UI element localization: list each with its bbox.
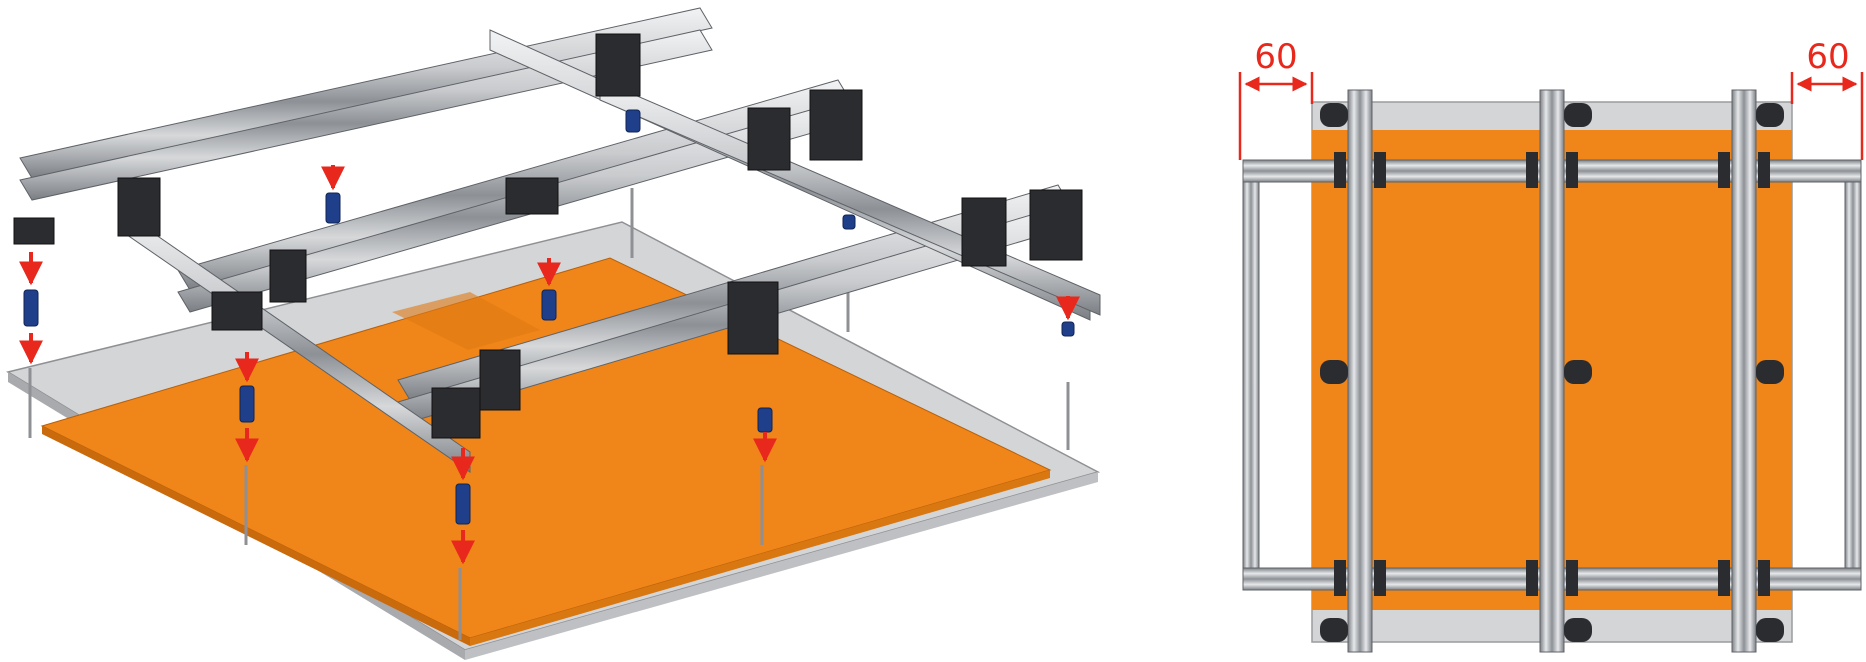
- bracket: [1758, 560, 1770, 596]
- bracket: [431, 387, 481, 439]
- bracket: [1718, 152, 1730, 188]
- bracket: [1756, 103, 1784, 127]
- dimension-label-right: 60: [1806, 37, 1849, 77]
- isometric-view: [6, 7, 1101, 660]
- springs: [23, 109, 1075, 525]
- bracket: [1526, 560, 1538, 596]
- bracket: [117, 177, 161, 237]
- spring: [455, 483, 471, 525]
- bracket: [1758, 152, 1770, 188]
- bracket: [1756, 360, 1784, 384]
- bracket: [1566, 560, 1578, 596]
- bracket: [505, 177, 559, 215]
- brackets-top: [1320, 103, 1784, 642]
- brackets: [13, 33, 1083, 439]
- bracket: [1374, 152, 1386, 188]
- bracket: [961, 197, 1007, 267]
- bracket: [1564, 103, 1592, 127]
- bracket: [1566, 152, 1578, 188]
- bracket: [747, 107, 791, 171]
- bolt-group: [28, 188, 1070, 640]
- bracket: [1334, 560, 1346, 596]
- bracket: [1334, 152, 1346, 188]
- bracket: [595, 33, 641, 97]
- top-view: 60 60: [1238, 37, 1864, 653]
- bracket: [1756, 618, 1784, 642]
- bracket: [1029, 189, 1083, 261]
- bracket: [211, 291, 263, 331]
- print-bed: [40, 257, 1052, 646]
- bracket: [479, 349, 521, 411]
- bracket: [1320, 618, 1348, 642]
- main-rail-right: [1731, 89, 1757, 653]
- bracket: [13, 217, 55, 245]
- bracket: [1526, 152, 1538, 188]
- main-rail-left: [1347, 89, 1373, 653]
- bracket: [1564, 618, 1592, 642]
- side-rail-left: [1242, 167, 1260, 589]
- spring: [239, 385, 255, 423]
- dimension-label-left: 60: [1254, 37, 1297, 77]
- spring: [842, 214, 856, 230]
- bracket: [1374, 560, 1386, 596]
- spring: [757, 407, 773, 433]
- spring: [541, 289, 557, 321]
- rail: [19, 7, 713, 179]
- spring: [325, 192, 341, 224]
- spring: [1061, 321, 1075, 337]
- bracket: [1320, 103, 1348, 127]
- bracket: [1718, 560, 1730, 596]
- spring: [625, 109, 641, 133]
- bracket: [727, 281, 779, 355]
- assembly-arrows: [19, 165, 1080, 565]
- spring: [23, 289, 39, 327]
- bracket: [269, 249, 307, 303]
- bracket: [1320, 360, 1348, 384]
- dimension-right: [1790, 72, 1864, 160]
- bracket: [1564, 360, 1592, 384]
- dimension-left: [1238, 72, 1314, 160]
- side-rail-right: [1844, 167, 1862, 589]
- bracket: [809, 89, 863, 161]
- main-rail-center: [1539, 89, 1565, 653]
